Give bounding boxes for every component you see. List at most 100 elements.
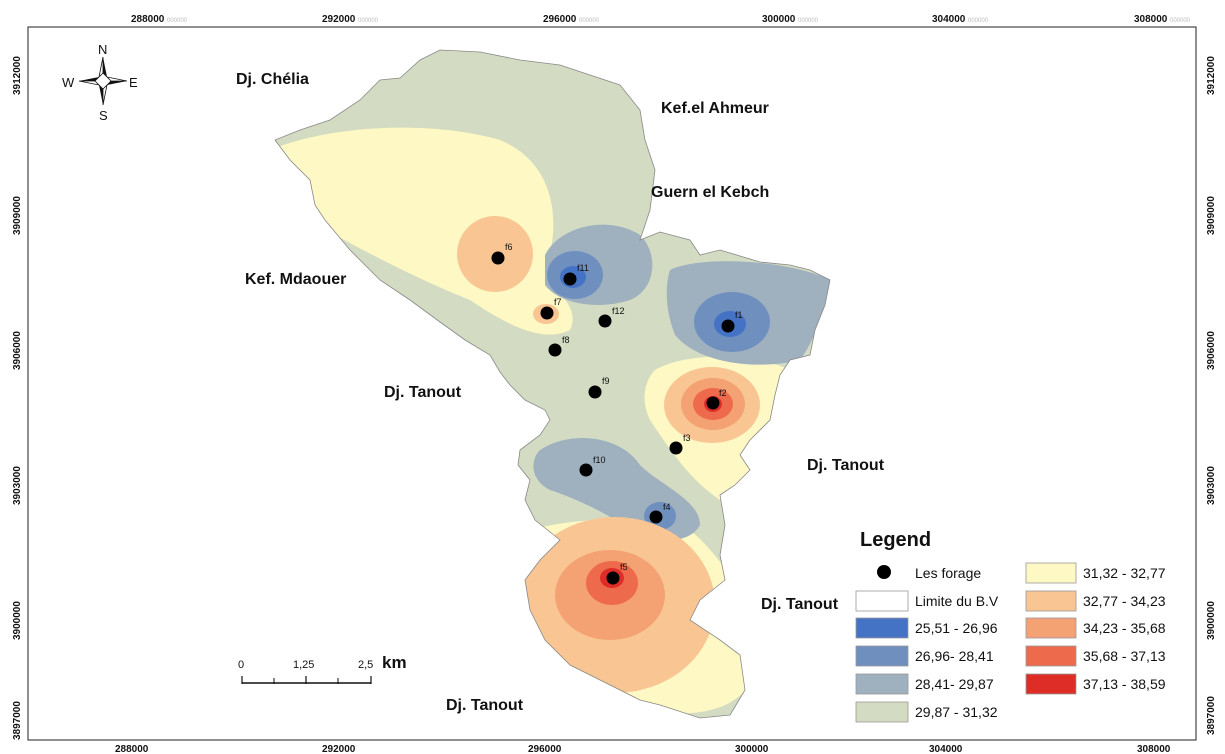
legend-title: Legend [860,529,931,551]
scale-bar: 0 1,25 2,5 km [238,653,407,684]
well-label-f6: f6 [505,242,513,252]
legend-class-label: 26,96- 28,41 [915,648,994,664]
legend-swatch [855,617,909,639]
x-tick: 304000 [929,744,963,754]
legend-class-label: 35,68 - 37,13 [1083,648,1166,664]
y-tick: 3906000 [12,331,23,370]
place-kef-el-ahmeur: Kef.el Ahmeur [661,100,769,117]
legend-class-label: 31,32 - 32,77 [1083,565,1166,581]
x-tick: 304000 [932,14,966,25]
x-axis-top: 288000 292000 296000 300000 304000 30800… [131,14,1191,25]
y-tick: 3903000 [1206,466,1217,505]
well-f8 [548,343,562,357]
well-label-f8: f8 [562,335,570,345]
x-tick: 292000 [322,744,356,754]
legend-swatch [1025,673,1077,695]
x-tick-suffix: 000000 [579,18,600,24]
y-tick: 3909000 [1206,196,1217,235]
x-tick: 296000 [543,14,577,25]
well-f12 [598,314,612,328]
x-tick: 308000 [1134,14,1168,25]
well-label-f11: f11 [577,263,589,273]
legend-boundary-label: Limite du B.V [915,593,999,609]
legend-swatch [1025,590,1077,612]
well-f5 [606,571,620,585]
well-f11 [563,272,577,286]
legend-swatch [1025,617,1077,639]
legend-class-label: 32,77 - 34,23 [1083,593,1166,609]
y-tick: 3909000 [12,196,23,235]
legend-class-label: 29,87 - 31,32 [915,704,998,720]
well-label-f5: f5 [620,562,628,572]
well-f1 [721,319,735,333]
y-tick: 3912000 [1206,56,1217,95]
legend-class-label: 28,41- 29,87 [915,676,994,692]
x-tick: 300000 [762,14,796,25]
well-label-f10: f10 [593,455,606,465]
y-tick: 3912000 [12,56,23,95]
place-dj-tanout-southeast: Dj. Tanout [761,596,839,613]
x-tick: 296000 [528,744,562,754]
well-f2 [706,396,720,410]
legend-class-label: 25,51 - 26,96 [915,620,998,636]
scale-unit: km [382,653,407,672]
place-dj-tanout-west: Dj. Tanout [384,384,462,401]
place-kef-mdaouer: Kef. Mdaouer [245,271,346,288]
y-tick: 3897000 [1206,696,1217,735]
y-tick: 3900000 [1206,601,1217,640]
x-tick-suffix: 000000 [167,18,188,24]
place-dj-tanout-east: Dj. Tanout [807,457,885,474]
compass-rose-icon: N S E W [62,42,138,123]
place-dj-tanout-south: Dj. Tanout [446,697,524,714]
compass-south: S [99,108,108,123]
y-tick: 3906000 [1206,331,1217,370]
well-label-f4: f4 [663,502,671,512]
place-guern-el-kebch: Guern el Kebch [651,184,769,201]
compass-west: W [62,75,75,90]
well-f10 [579,463,593,477]
x-tick-suffix: 000000 [968,18,989,24]
well-f9 [588,385,602,399]
x-tick: 308000 [1137,744,1171,754]
compass-east: E [129,75,138,90]
legend-wells-label: Les forage [915,565,981,581]
y-tick: 3897000 [12,701,23,740]
y-tick: 3900000 [12,601,23,640]
legend-boundary-swatch [855,590,909,612]
legend-class-label: 34,23 - 35,68 [1083,620,1166,636]
well-f7 [540,306,554,320]
legend-swatch [855,701,909,723]
legend-class-label: 37,13 - 38,59 [1083,676,1166,692]
x-tick: 292000 [322,14,356,25]
legend: Legend Les forage Limite du B.V 25,51 - … [846,518,1194,738]
wells: f1 f2 f3 f4 f5 f6 f7 f8 f9 f10 f11 f12 [491,242,743,585]
x-tick-suffix: 000000 [798,18,819,24]
legend-swatch [855,673,909,695]
well-label-f1: f1 [735,310,743,320]
x-tick: 300000 [735,744,769,754]
well-f3 [669,441,683,455]
basin-outline [274,49,831,719]
y-axis-left: 3912000 3909000 3906000 3903000 3900000 … [12,56,23,740]
well-f4 [649,510,663,524]
x-tick: 288000 [115,744,149,754]
well-label-f7: f7 [554,297,562,307]
y-axis-right: 3912000 3909000 3906000 3903000 3900000 … [1206,56,1217,735]
x-tick-suffix: 000000 [1170,18,1191,24]
well-label-f2: f2 [719,388,727,398]
x-tick-suffix: 000000 [358,18,379,24]
well-label-f9: f9 [602,376,610,386]
well-f6 [491,251,505,265]
x-axis-bottom: 288000 292000 296000 300000 304000 30800… [115,744,1171,754]
scale-label-2: 2,5 [358,659,373,671]
place-names: Dj. Chélia Kef.el Ahmeur Guern el Kebch … [236,71,885,714]
scale-label-1: 1,25 [293,659,314,671]
x-tick: 288000 [131,14,165,25]
well-label-f12: f12 [612,306,625,316]
well-label-f3: f3 [683,433,691,443]
y-tick: 3903000 [12,466,23,505]
legend-swatch [1025,562,1077,584]
legend-well-symbol [877,565,891,579]
scale-label-0: 0 [238,659,244,671]
